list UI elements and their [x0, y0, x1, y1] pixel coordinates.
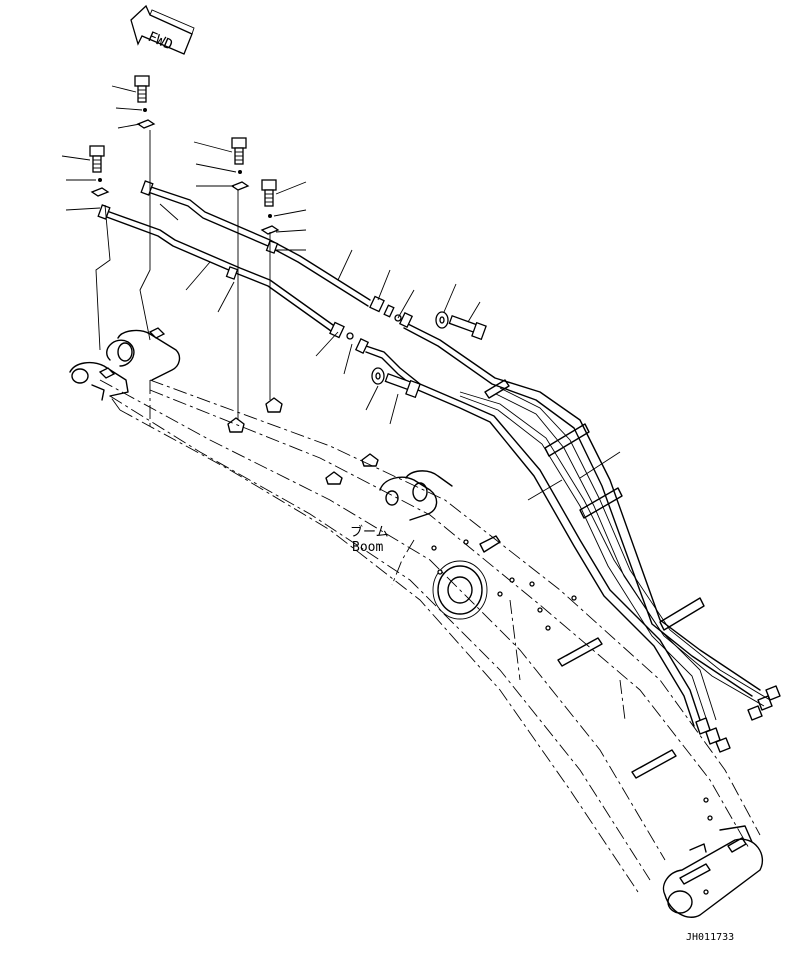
- boom-bolts: [431, 539, 713, 895]
- leader-lines: [61, 85, 621, 586]
- hydraulic-pipes: [97, 180, 781, 753]
- boom-clamp-brackets: [227, 397, 747, 885]
- bolt-icon: [448, 314, 487, 341]
- boom-label-jp: ブーム: [350, 524, 389, 540]
- bolt-icon: [89, 145, 105, 173]
- drawing-code: JH011733: [686, 932, 734, 943]
- bolt-icon: [134, 75, 150, 103]
- boom-label-en: Boom: [352, 540, 383, 555]
- boom-outline: [69, 329, 763, 918]
- bolt-icon: [384, 372, 421, 399]
- hardware-parts: [89, 75, 487, 420]
- bolt-icon: [231, 137, 247, 165]
- fwd-arrow-icon: FWD: [130, 4, 195, 55]
- bolt-icon: [261, 179, 277, 207]
- pipe-end-fittings: [695, 685, 781, 753]
